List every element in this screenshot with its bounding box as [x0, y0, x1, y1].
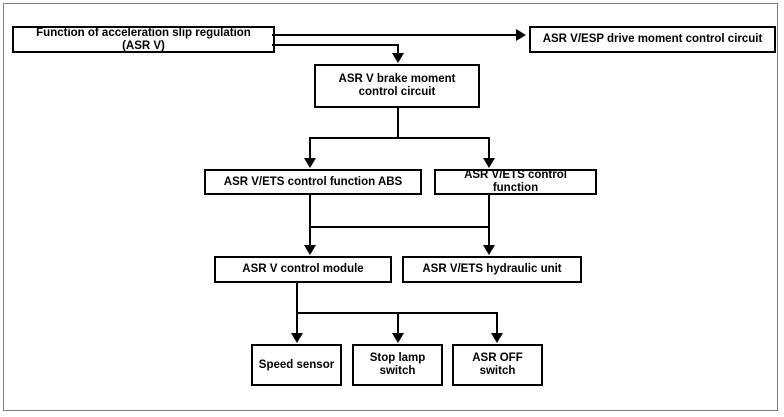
- edge-module-stem-vertical: [296, 283, 298, 312]
- node-root-function-label: Function of acceleration slip regulation…: [36, 26, 251, 52]
- node-root-function[interactable]: Function of acceleration slip regulation…: [12, 26, 275, 53]
- edge-abs-to-module-arrowhead: [304, 245, 316, 255]
- edge-abs-to-module-vertical: [309, 195, 311, 246]
- edge-root-to-brake-arrowhead: [392, 53, 404, 63]
- edge-root-to-brake-vertical: [397, 44, 399, 54]
- edge-abs-ets-crosstie: [309, 226, 489, 228]
- node-asr-off-switch[interactable]: ASR OFF switch: [452, 344, 543, 386]
- edge-ets-to-hydraulic-arrowhead: [483, 245, 495, 255]
- edge-brake-to-abs-vertical: [309, 137, 311, 159]
- node-ets-hydraulic-unit[interactable]: ASR V/ETS hydraulic unit: [402, 256, 582, 283]
- node-ets-control-function-abs-label: ASR V/ETS control function ABS: [223, 175, 403, 188]
- edge-root-to-brake-horizontal: [272, 44, 399, 46]
- edge-module-to-asroff-vertical: [496, 312, 498, 334]
- edge-root-to-esp-line: [272, 34, 519, 36]
- edge-module-to-speed-vertical: [296, 312, 298, 334]
- edge-ets-to-hydraulic-vertical: [488, 195, 490, 246]
- edge-root-to-esp-arrowhead: [516, 29, 526, 41]
- node-ets-hydraulic-unit-label: ASR V/ETS hydraulic unit: [422, 263, 562, 276]
- edge-module-to-asroff-arrowhead: [491, 333, 503, 343]
- node-esp-drive-moment-control-circuit[interactable]: ASR V/ESP drive moment control circuit: [529, 26, 776, 53]
- edge-module-split-horizontal: [296, 312, 497, 314]
- node-speed-sensor-label: Speed sensor: [258, 358, 335, 371]
- node-asr-v-control-module-label: ASR V control module: [242, 263, 364, 276]
- edge-module-to-stop-vertical: [397, 312, 399, 334]
- edge-brake-to-ets-vertical: [488, 137, 490, 159]
- edge-brake-split-horizontal: [309, 137, 489, 139]
- diagram-frame: Function of acceleration slip regulation…: [3, 3, 778, 411]
- node-brake-moment-control-circuit-label: ASR V brake moment control circuit: [338, 73, 456, 98]
- node-stop-lamp-switch[interactable]: Stop lamp switch: [352, 344, 443, 386]
- node-speed-sensor[interactable]: Speed sensor: [251, 344, 342, 386]
- node-asr-v-control-module[interactable]: ASR V control module: [214, 256, 392, 283]
- node-ets-control-function-abs[interactable]: ASR V/ETS control function ABS: [204, 169, 422, 195]
- edge-module-to-speed-arrowhead: [291, 333, 303, 343]
- node-brake-moment-control-circuit[interactable]: ASR V brake moment control circuit: [314, 64, 480, 108]
- node-stop-lamp-switch-label: Stop lamp switch: [369, 352, 426, 377]
- node-ets-control-function-label: ASR V/ETS control function: [464, 169, 567, 194]
- edge-module-to-stop-arrowhead: [392, 333, 404, 343]
- edge-brake-stem-vertical: [397, 108, 399, 137]
- node-asr-off-switch-label: ASR OFF switch: [472, 352, 523, 377]
- node-ets-control-function[interactable]: ASR V/ETS control function: [434, 169, 597, 195]
- edge-brake-to-abs-arrowhead: [304, 158, 316, 168]
- node-esp-drive-moment-control-circuit-label: ASR V/ESP drive moment control circuit: [542, 33, 763, 46]
- edge-brake-to-ets-arrowhead: [483, 158, 495, 168]
